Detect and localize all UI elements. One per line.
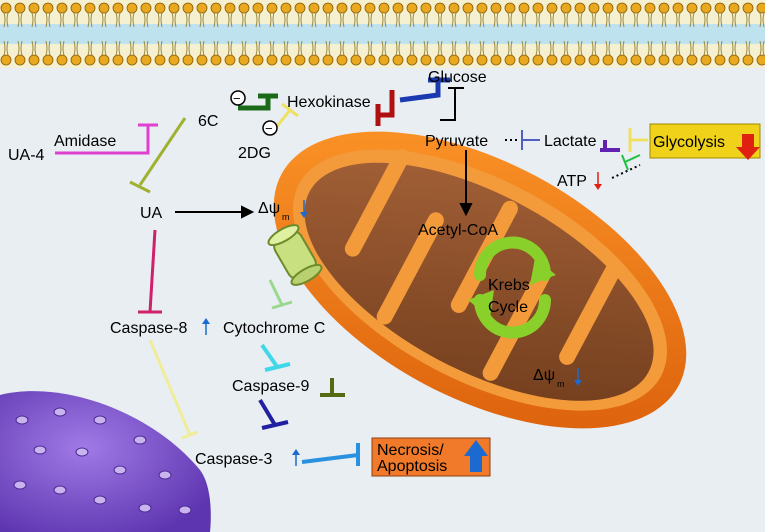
activation-arrows: [175, 139, 641, 219]
membrane-bilayer-icon: [0, 0, 765, 68]
label-delta-psi-bottom: Δψ: [533, 367, 555, 384]
minus-circle-icons: − −: [230, 90, 278, 136]
label-delta-psi-top-sub: m: [282, 212, 290, 222]
small-arrows: [202, 172, 602, 466]
glycolysis-down-arrow-icon: [736, 134, 760, 160]
label-lactate: Lactate: [544, 133, 597, 150]
minus-sign-2: −: [265, 121, 273, 136]
label-hexokinase: Hexokinase: [287, 94, 371, 111]
label-cytochrome-c: Cytochrome C: [223, 320, 325, 337]
label-necrosis-line2: Apoptosis: [377, 458, 447, 475]
label-acetyl-coa: Acetyl-CoA: [418, 222, 498, 239]
krebs-cycle-arrows-icon: [468, 236, 556, 339]
label-krebs-line1: Krebs: [488, 277, 530, 294]
label-atp: ATP: [557, 173, 587, 190]
label-caspase8: Caspase-8: [110, 320, 187, 337]
cell-icon: [0, 391, 211, 532]
label-necrosis-line1: Necrosis/: [377, 442, 444, 459]
label-ua: UA: [140, 205, 163, 222]
label-2dg: 2DG: [238, 145, 271, 162]
label-glucose: Glucose: [428, 69, 487, 86]
label-delta-psi-top: Δψ: [258, 200, 280, 217]
necrosis-up-arrow-icon: [464, 440, 488, 472]
label-krebs-line2: Cycle: [488, 299, 528, 316]
label-ua4: UA-4: [8, 147, 45, 164]
label-caspase3: Caspase-3: [195, 451, 272, 468]
channel-pore-icon: [267, 224, 323, 286]
label-delta-psi-bottom-sub: m: [557, 379, 565, 389]
label-6c: 6C: [198, 113, 218, 130]
label-amidase: Amidase: [54, 133, 116, 150]
minus-sign-1: −: [233, 91, 241, 106]
label-caspase9: Caspase-9: [232, 378, 309, 395]
label-glycolysis: Glycolysis: [653, 134, 725, 151]
label-pyruvate: Pyruvate: [425, 133, 488, 150]
